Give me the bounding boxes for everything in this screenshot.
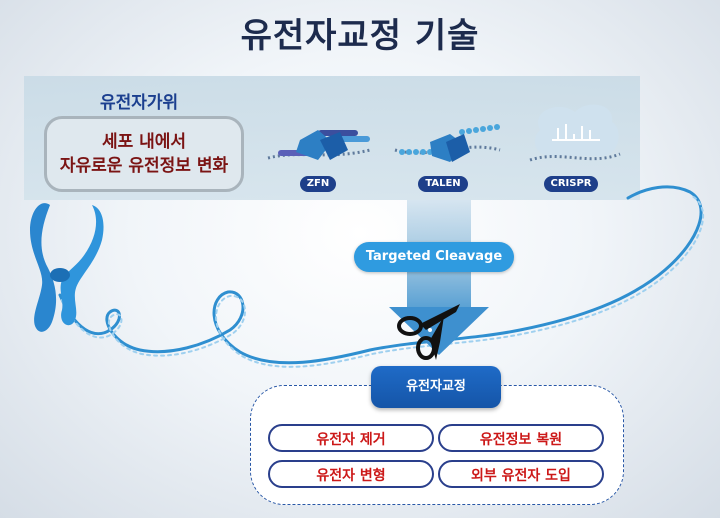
- chromosome-icon: [30, 203, 104, 332]
- crispr-cas9-icon: [529, 104, 621, 162]
- talen-protein-icon: [394, 124, 501, 162]
- dna-strand-icon: [58, 185, 705, 368]
- banner-label: 유전자가위: [100, 93, 179, 113]
- cell-description-line1: 세포 내에서: [101, 132, 187, 152]
- cell-description-line2: 자유로운 유전정보 변화: [59, 156, 229, 176]
- scissors-icon: [397, 304, 460, 360]
- page-title: 유전자교정 기술: [240, 16, 480, 56]
- tool-label-crispr: CRISPR: [544, 176, 598, 192]
- gene-editing-label: 유전자교정: [371, 366, 501, 408]
- option-gene-restoration: 유전정보 복원: [438, 424, 604, 452]
- tool-label-talen: TALEN: [418, 176, 468, 192]
- zfn-protein-icon: [267, 130, 371, 160]
- option-foreign-gene-insertion: 외부 유전자 도입: [438, 460, 604, 488]
- tool-label-zfn: ZFN: [300, 176, 336, 192]
- option-gene-modification: 유전자 변형: [268, 460, 434, 488]
- targeted-cleavage-label: Targeted Cleavage: [354, 242, 514, 272]
- option-gene-removal: 유전자 제거: [268, 424, 434, 452]
- cell-description-box: 세포 내에서 자유로운 유전정보 변화: [44, 116, 244, 192]
